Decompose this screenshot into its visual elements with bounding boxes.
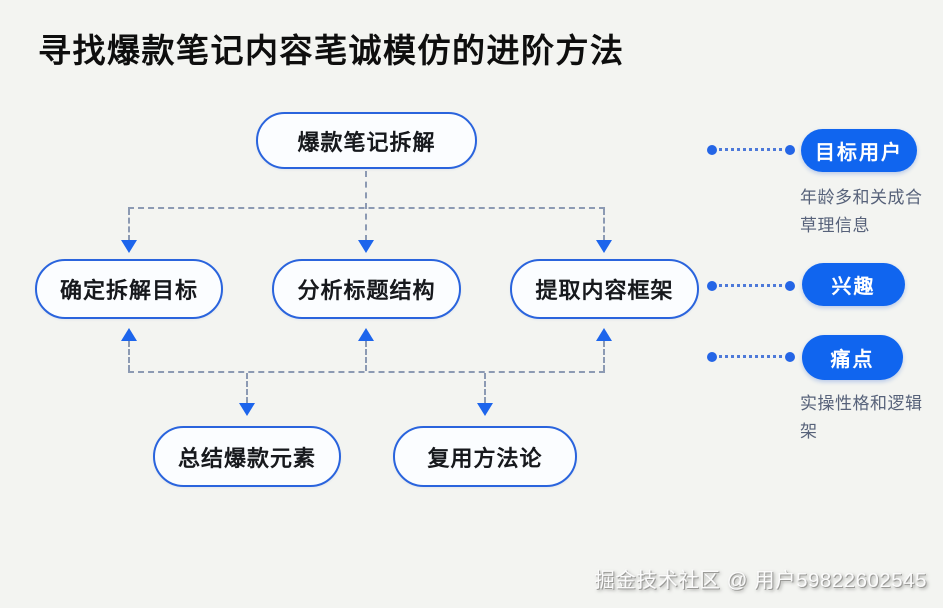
flow-node-root: 爆款笔记拆解	[256, 112, 477, 169]
flow-node-step-3: 提取内容框架	[510, 259, 699, 319]
tag-pill-target-user: 目标用户	[801, 129, 917, 172]
arrow-down-icon	[477, 403, 493, 416]
arrow-down-icon	[121, 240, 137, 253]
annotation-note-line: 实操性格和逻辑	[800, 394, 923, 413]
dot-icon	[707, 145, 717, 155]
annotation-note-painpoint: 实操性格和逻辑 架	[800, 390, 943, 446]
annotation-note-line: 架	[800, 422, 818, 441]
connector-top-right-stub	[603, 209, 605, 241]
connector-output-left-stub	[246, 373, 248, 403]
page-title: 寻找爆款笔记内容芼诚模仿的进阶方法	[38, 32, 625, 69]
flow-node-step-1: 确定拆解目标	[35, 259, 223, 319]
dot-icon	[785, 281, 795, 291]
arrow-up-icon	[358, 328, 374, 341]
dotted-link-painpoint	[707, 352, 795, 362]
arrow-up-icon	[596, 328, 612, 341]
dot-icon	[707, 281, 717, 291]
watermark: 掘金技术社区 @ 用户59822602545	[594, 569, 927, 592]
dotted-link-target-user	[707, 145, 795, 155]
annotation-note-target-user: 年龄多和关成合 草理信息	[800, 184, 943, 240]
connector-bottom-right-stub	[603, 341, 605, 371]
connector-top-left-stub	[128, 209, 130, 241]
connector-bottom-left-stub	[128, 341, 130, 371]
connector-bottom-center-stub	[365, 341, 367, 371]
annotation-note-line: 年龄多和关成合	[800, 188, 923, 207]
connector-bottom-horizontal-line	[128, 371, 605, 373]
arrow-down-icon	[596, 240, 612, 253]
connector-output-right-stub	[484, 373, 486, 403]
dotted-link-interest	[707, 281, 795, 291]
arrow-up-icon	[121, 328, 137, 341]
tag-pill-painpoint: 痛点	[802, 335, 903, 380]
arrow-down-icon	[239, 403, 255, 416]
annotation-note-line: 草理信息	[800, 216, 870, 235]
connector-root-vertical-line	[365, 171, 367, 241]
tag-pill-interest: 兴趣	[802, 263, 905, 306]
flow-node-step-2: 分析标题结构	[272, 259, 461, 319]
dot-icon	[785, 145, 795, 155]
dot-icon	[785, 352, 795, 362]
connector-top-horizontal-line	[128, 207, 605, 209]
dot-icon	[707, 352, 717, 362]
arrow-down-icon	[358, 240, 374, 253]
flow-node-output-1: 总结爆款元素	[153, 426, 341, 487]
flow-node-output-2: 复用方法论	[393, 426, 577, 487]
